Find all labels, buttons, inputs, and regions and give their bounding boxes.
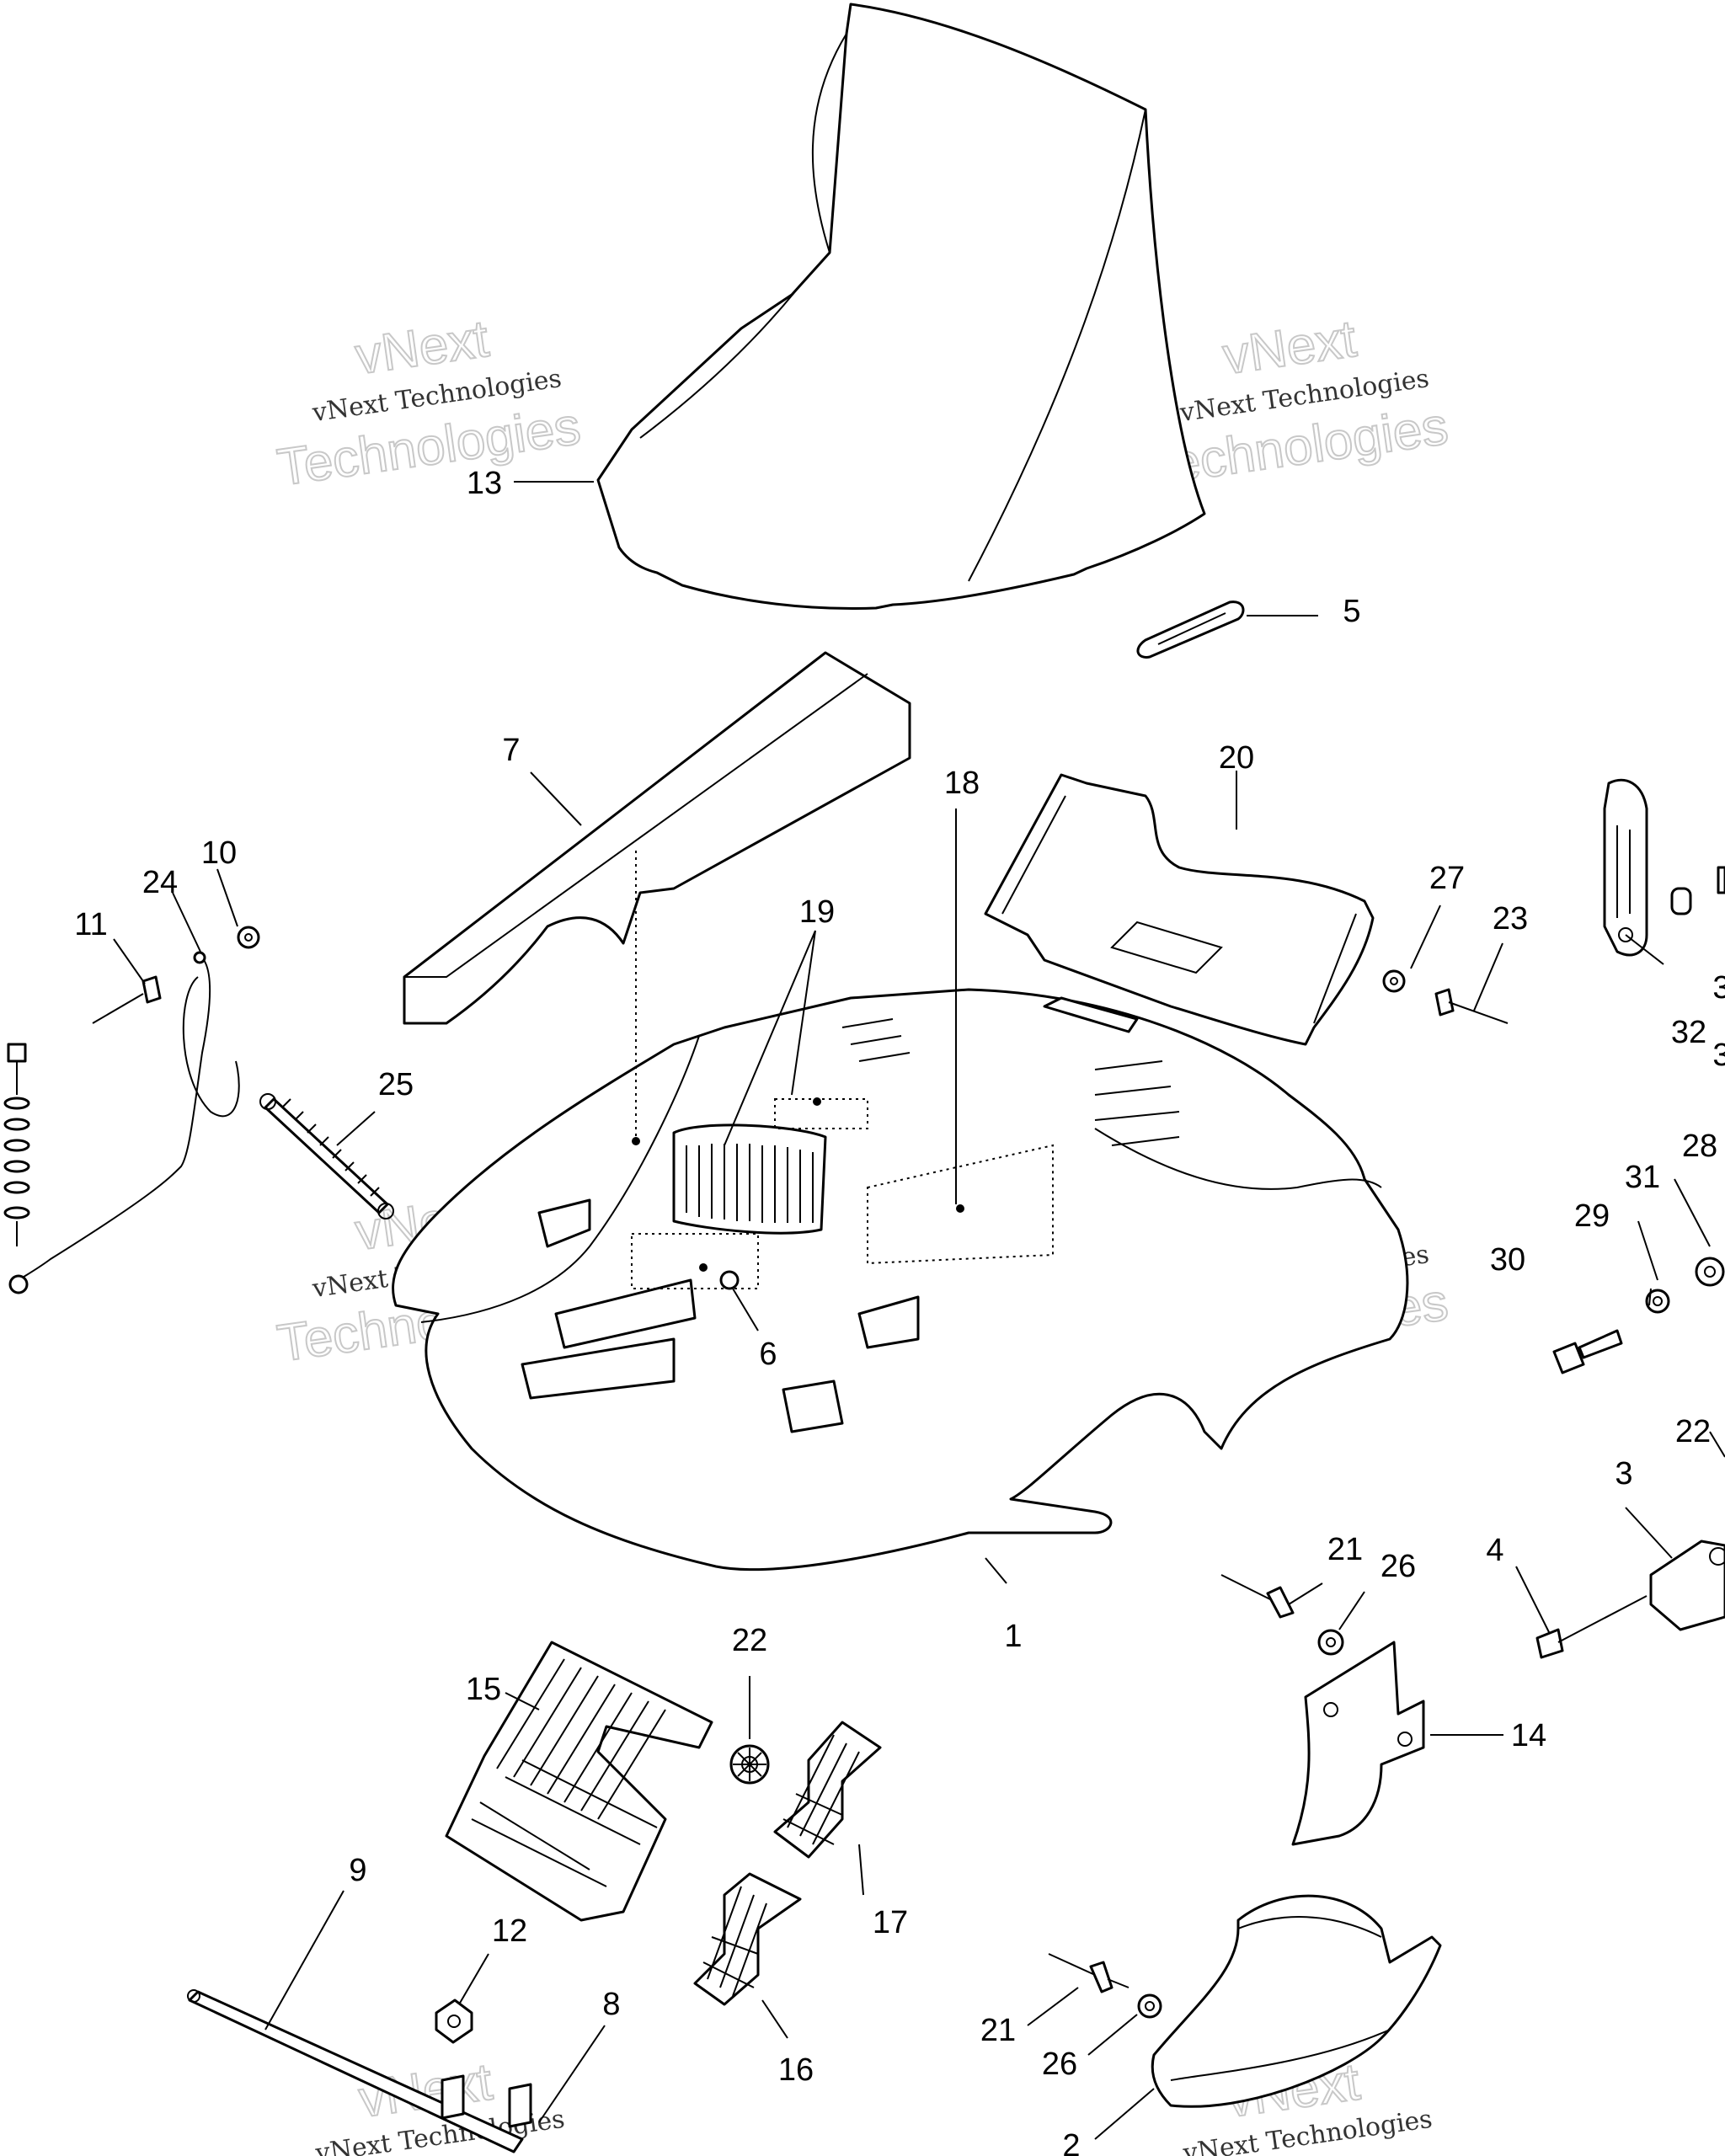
spring — [259, 1093, 394, 1219]
washer — [1695, 1257, 1725, 1287]
callout-13: 13 — [467, 466, 502, 501]
callout-14: 14 — [1511, 1718, 1546, 1753]
callout-8: 8 — [602, 1987, 620, 2022]
windshield — [596, 3, 1206, 611]
callout-32: 32 — [1671, 1015, 1706, 1050]
callout-12: 12 — [492, 1913, 527, 1949]
foam-pad — [403, 651, 911, 1025]
callout-27: 27 — [1429, 861, 1465, 896]
callout-19: 19 — [799, 894, 835, 930]
callout-15: 15 — [466, 1672, 501, 1707]
callout-10: 10 — [201, 835, 237, 871]
nut — [435, 1999, 473, 2044]
callout-22b: 22 — [1675, 1414, 1711, 1449]
callout-20: 20 — [1219, 740, 1254, 776]
callout-11: 11 — [74, 907, 107, 942]
bolt — [441, 2074, 532, 2128]
bolt — [1535, 1595, 1648, 1659]
callout-31: 31 — [1625, 1160, 1660, 1195]
washer — [1137, 1993, 1162, 2019]
decal-area — [631, 1233, 759, 1289]
rivet — [1048, 1953, 1130, 1993]
callout-7: 7 — [502, 733, 520, 768]
callout-23: 23 — [1493, 901, 1528, 937]
mesh-bracket — [693, 1872, 802, 2006]
callout-24: 24 — [142, 865, 178, 900]
hood-strip — [1136, 600, 1245, 659]
callout-9: 9 — [349, 1853, 366, 1888]
callout-2: 2 — [1062, 2128, 1080, 2156]
callout-16: 16 — [778, 2052, 814, 2088]
rivet — [92, 975, 162, 1024]
callout-26b: 26 — [1042, 2047, 1077, 2082]
bolt — [1552, 1329, 1623, 1374]
hood-body — [392, 851, 1409, 1572]
rivet — [1220, 1574, 1295, 1619]
tether-cable — [8, 951, 240, 1294]
washer — [237, 926, 260, 949]
callout-labels: 1 2 3 4 5 6 7 8 9 10 11 12 13 14 15 16 1… — [74, 466, 1725, 2156]
callout-30: 30 — [1490, 1242, 1525, 1278]
air-duct — [984, 773, 1375, 1046]
callout-3: 3 — [1615, 1456, 1632, 1492]
mesh-bracket — [773, 1721, 882, 1859]
washer — [1645, 1289, 1670, 1314]
handle — [1603, 778, 1648, 957]
callout-3-edge: 3 — [1712, 970, 1725, 1006]
callout-18: 18 — [944, 766, 980, 801]
watermark-top-left: vNext vNext Technologies Technologies — [273, 309, 585, 499]
fastener-stack — [3, 1043, 30, 1246]
side-cover — [1151, 1894, 1442, 2108]
callout-26: 26 — [1381, 1549, 1416, 1584]
callout-28: 28 — [1682, 1129, 1717, 1164]
clip — [719, 1270, 740, 1290]
mesh-screen — [445, 1641, 713, 1922]
watermark-brand: vNext — [1220, 310, 1360, 386]
callout-3-edge-b: 3 — [1712, 1038, 1725, 1073]
watermark-brand: vNext — [352, 310, 493, 386]
callout-17: 17 — [873, 1905, 908, 1940]
callout-29: 29 — [1574, 1198, 1610, 1234]
callout-5: 5 — [1343, 594, 1360, 629]
hinge-bracket — [1291, 1641, 1425, 1846]
callout-25: 25 — [378, 1067, 414, 1102]
mount-bracket — [1649, 1540, 1725, 1631]
washer — [1382, 969, 1406, 993]
decal-area — [774, 1098, 868, 1129]
headlight-lens — [686, 1144, 814, 1223]
hood-rod — [187, 1989, 524, 2153]
star-washer — [729, 1744, 770, 1785]
spacer — [1670, 887, 1692, 915]
callout-21: 21 — [1327, 1532, 1363, 1567]
callout-22: 22 — [732, 1623, 767, 1658]
rivet — [1434, 988, 1509, 1024]
washer — [1317, 1629, 1344, 1656]
callout-21b: 21 — [980, 2013, 1016, 2048]
callout-1: 1 — [1004, 1619, 1022, 1654]
leader-lines — [113, 481, 1725, 2140]
callout-4: 4 — [1486, 1533, 1503, 1568]
callout-6: 6 — [759, 1337, 777, 1372]
